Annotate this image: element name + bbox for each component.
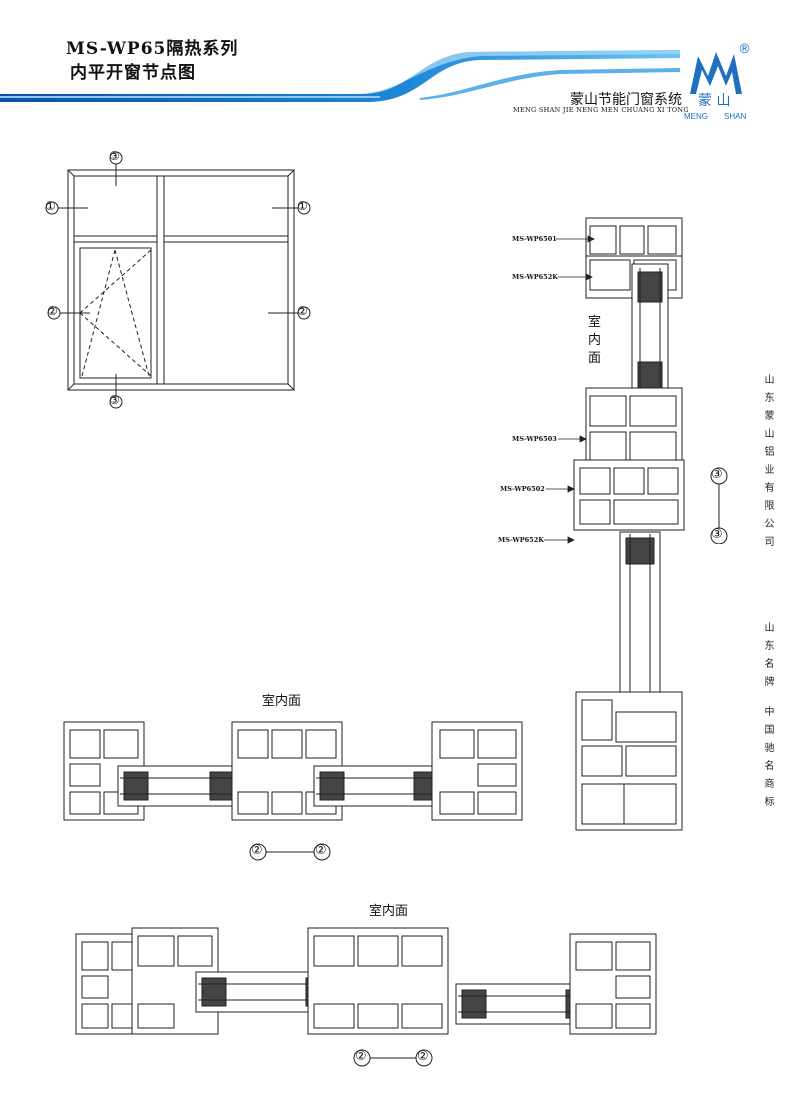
horizontal-1-indoor-label: 室内面	[262, 694, 302, 709]
header-swoosh	[0, 50, 680, 102]
brand-logo: ® 蒙 山 MENG SHAN	[684, 42, 754, 126]
elevation-marker-top: ③	[109, 149, 120, 163]
vertical-part-leaders	[544, 235, 595, 544]
logo-m-mark	[690, 52, 742, 94]
logo-cn-text: 蒙 山	[698, 93, 731, 109]
header: MS-WP65隔热系列 内平开窗节点图 蒙山节能门窗系统 MENG SHAN J…	[0, 0, 800, 130]
logo-en-right: SHAN	[724, 112, 747, 121]
profile-sash	[573, 459, 685, 531]
side-text-company: 山东蒙山铝业有限公司	[762, 374, 773, 554]
horizontal-2-indoor-label: 室内面	[369, 904, 409, 919]
part-label-ms-wp6502: MS-WP6502	[500, 485, 545, 493]
h1-right-glass	[313, 765, 445, 807]
company-name-cn: 蒙山节能门窗系统	[570, 92, 682, 108]
horizontal-1-marker-left: ②	[251, 843, 263, 858]
side-text-brand: 山东名牌	[762, 622, 773, 694]
elevation-marker-right-bottom: ②	[297, 304, 308, 318]
company-name-en: MENG SHAN JIE NENG MEN CHUANG XI TONG	[513, 106, 689, 114]
h1-right-frame	[431, 721, 523, 821]
elevation-opening-lines	[79, 249, 152, 377]
elevation-inner-frame	[73, 175, 289, 385]
h1-left-glass	[117, 765, 239, 807]
title-line-1: MS-WP65隔热系列	[66, 39, 239, 59]
vertical-marker-bottom: ③	[711, 527, 723, 542]
horizontal-1-marker-right: ②	[315, 843, 327, 858]
vertical-section-marker	[710, 467, 728, 544]
title-line-2: 内平开窗节点图	[70, 63, 196, 83]
elevation-marker-left-bottom: ②	[47, 304, 58, 318]
horizontal-2-marker-left: ②	[355, 1049, 367, 1064]
horizontal-section-1-drawing	[63, 721, 523, 821]
vertical-marker-top: ③	[711, 467, 723, 482]
horizontal-section-2-drawing	[75, 927, 657, 1035]
part-label-ms-wp6501: MS-WP6501	[512, 235, 557, 243]
vertical-section-drawing	[573, 217, 685, 831]
window-elevation	[45, 151, 311, 409]
h2-left-frame	[75, 933, 147, 1035]
side-text-trademark: 中国驰名商标	[762, 706, 773, 814]
horizontal-2-marker	[353, 1049, 433, 1067]
part-label-ms-wp652k-upper: MS-WP652K	[512, 273, 558, 281]
part-label-ms-wp652k-lower: MS-WP652K	[498, 536, 544, 544]
vertical-indoor-label: 室 内 面	[588, 315, 602, 366]
glass-unit-upper	[631, 263, 669, 391]
logo-registered-mark: ®	[738, 42, 751, 57]
logo-en-left: MENG	[684, 112, 708, 121]
horizontal-1-marker	[249, 843, 331, 861]
part-label-ms-wp6503: MS-WP6503	[512, 435, 557, 443]
profile-bottom-frame	[575, 691, 683, 831]
elevation-outer-frame	[67, 169, 295, 391]
horizontal-2-marker-right: ②	[417, 1049, 429, 1064]
h2-right-frame	[569, 933, 657, 1035]
elevation-marker-right-top: ①	[297, 199, 308, 213]
h2-center-mullion	[307, 927, 449, 1035]
elevation-marker-bottom: ③	[109, 393, 120, 407]
elevation-marker-left-top: ①	[45, 199, 56, 213]
